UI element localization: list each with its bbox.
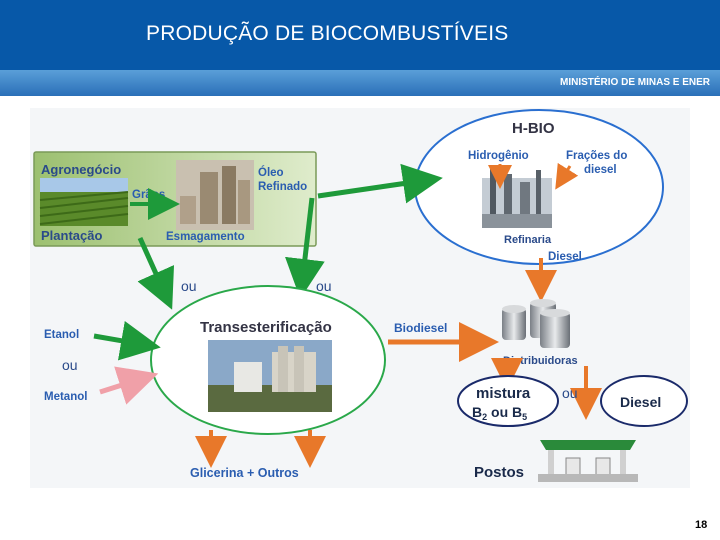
- transesterificacao-ellipse: Transesterificação: [150, 285, 386, 435]
- agronegocio-label: Agronegócio: [41, 162, 121, 177]
- agronegocio-box: Agronegócio Grãos Óleo Refinado Plantaçã…: [33, 151, 317, 247]
- slide-title: PRODUÇÃO DE BIOCOMBUSTÍVEIS: [146, 22, 509, 45]
- esmagamento-label: Esmagamento: [166, 231, 245, 243]
- header-bar: PRODUÇÃO DE BIOCOMBUSTÍVEIS: [0, 0, 720, 70]
- fracoes-label-line1: Frações do: [566, 150, 627, 162]
- page-number: 18: [695, 519, 708, 531]
- diesel-label: Diesel: [620, 394, 661, 410]
- ou-mid-label: ou: [62, 357, 78, 373]
- mistura-blend-label: B2 ou B5: [472, 404, 527, 422]
- transesterificacao-label: Transesterificação: [200, 319, 332, 336]
- etanol-label: Etanol: [44, 329, 79, 341]
- mistura-label: mistura: [476, 385, 531, 402]
- hbio-title: H-BIO: [512, 120, 555, 137]
- oleo-label-line2: Refinado: [258, 181, 307, 193]
- plantacao-label: Plantação: [41, 228, 102, 243]
- hidrogenio-label: Hidrogênio: [468, 150, 529, 162]
- fracoes-label-line2: diesel: [584, 164, 617, 176]
- fracoes-arrow: [555, 162, 579, 190]
- subheader-bar: [0, 70, 720, 96]
- ou-left-label: ou: [181, 278, 197, 294]
- refinaria-label: Refinaria: [504, 234, 552, 246]
- postos-label: Postos: [474, 464, 524, 481]
- ou-right-label: ou: [316, 278, 332, 294]
- crushing-plant-image: [176, 160, 254, 230]
- biodiesel-plant-image: [208, 340, 332, 412]
- distribuidoras-label: Distribuidoras: [503, 355, 578, 367]
- plantacao-to-transester-arrow: [137, 236, 175, 310]
- oleo-to-transester-arrow: [285, 197, 325, 299]
- diesel-ellipse: Diesel: [600, 375, 688, 427]
- biodiesel-label: Biodiesel: [394, 321, 447, 335]
- refinaria-diesel-label: Diesel: [548, 251, 582, 263]
- oleo-label-line1: Óleo: [258, 166, 284, 179]
- hbio-ellipse: H-BIO Hidrogênio Frações do diesel Refin…: [414, 109, 664, 265]
- etanol-arrow: [93, 321, 161, 361]
- graos-label: Grãos: [132, 189, 165, 201]
- gas-station-image: [538, 440, 638, 482]
- metanol-label: Metanol: [44, 391, 87, 403]
- glicerina-label: Glicerina + Outros: [190, 466, 299, 480]
- oleo-to-hbio-arrow: [317, 163, 443, 204]
- ou-mix-label: ou: [562, 385, 578, 401]
- ministry-label: MINISTÉRIO DE MINAS E ENER: [560, 77, 711, 88]
- storage-tanks-image: [502, 299, 570, 348]
- plantation-image: [39, 178, 129, 226]
- metanol-arrow: [99, 366, 159, 405]
- mistura-ellipse: mistura B2 ou B5: [457, 375, 559, 427]
